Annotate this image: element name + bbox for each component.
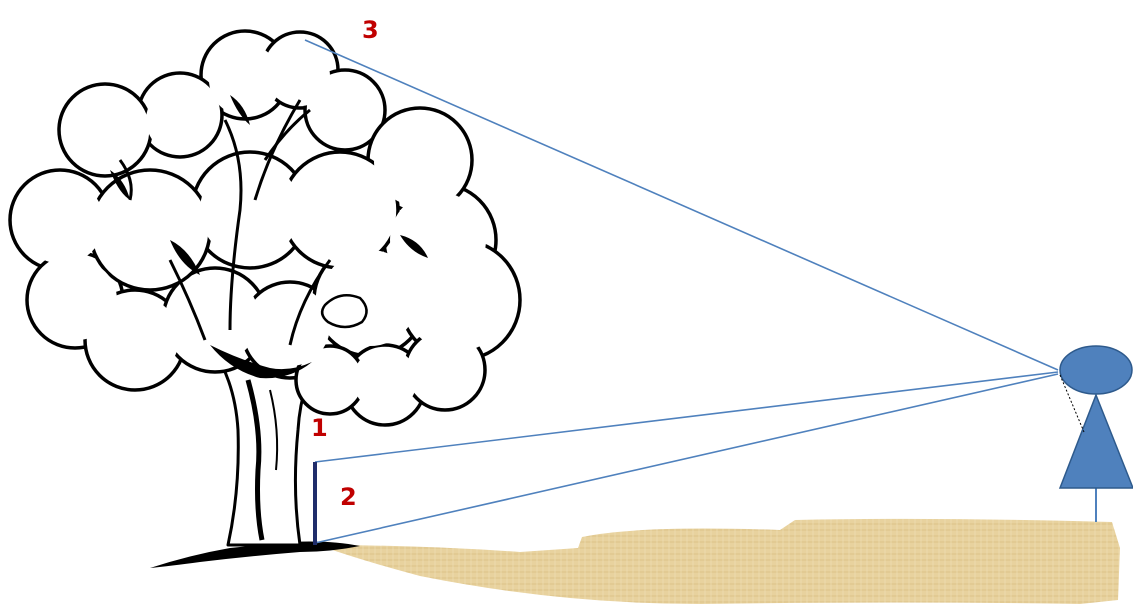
sight-line-stick-top [314, 371, 1059, 463]
label-2: 2 [340, 483, 357, 511]
sight-lines [304, 39, 1059, 544]
person-body [1058, 392, 1133, 489]
sight-line-tree-top [304, 39, 1059, 371]
ground-path [318, 518, 1120, 604]
label-1: 1 [311, 414, 328, 442]
person-head [1059, 345, 1133, 395]
oak-tree-icon [8, 29, 522, 568]
sight-line-stick-base [314, 373, 1059, 544]
label-3: 3 [362, 16, 379, 44]
person-figure-icon [1058, 345, 1133, 522]
